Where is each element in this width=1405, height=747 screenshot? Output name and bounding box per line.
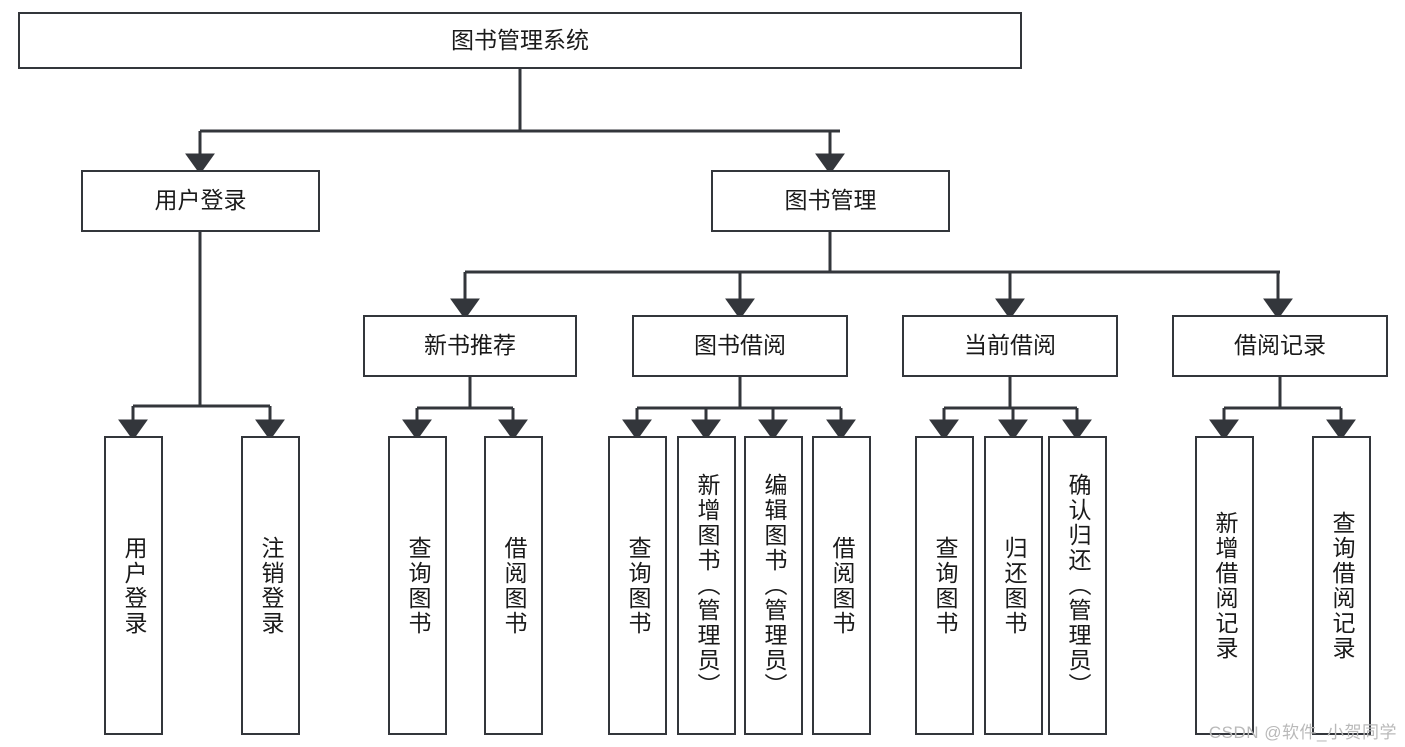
leaf-return-book[interactable]: 归还图书	[984, 436, 1043, 735]
node-new-book-recommend[interactable]: 新书推荐	[363, 315, 577, 377]
node-label: 编辑图书（管理员）	[761, 473, 787, 698]
node-label: 图书管理	[784, 187, 877, 214]
leaf-query-book-3[interactable]: 查询图书	[915, 436, 974, 735]
node-label: 归还图书	[1001, 535, 1027, 636]
leaf-add-book[interactable]: 新增图书（管理员）	[677, 436, 736, 735]
node-label: 确认归还（管理员）	[1065, 473, 1091, 698]
node-book-manage[interactable]: 图书管理	[711, 170, 950, 232]
leaf-user-login[interactable]: 用户登录	[104, 436, 163, 735]
leaf-query-book-2[interactable]: 查询图书	[608, 436, 667, 735]
node-label: 图书借阅	[694, 332, 786, 359]
node-label: 借阅图书	[501, 535, 527, 636]
node-label: 当前借阅	[964, 332, 1056, 359]
node-book-borrow[interactable]: 图书借阅	[632, 315, 848, 377]
node-label: 注销登录	[258, 535, 284, 636]
node-label: 查询图书	[405, 535, 431, 636]
watermark-text: CSDN @软件_小贺同学	[1208, 723, 1397, 742]
node-label: 新书推荐	[424, 332, 516, 359]
node-root-system[interactable]: 图书管理系统	[18, 12, 1022, 69]
node-user-login[interactable]: 用户登录	[81, 170, 320, 232]
node-current-borrow[interactable]: 当前借阅	[902, 315, 1118, 377]
node-borrow-record[interactable]: 借阅记录	[1172, 315, 1388, 377]
leaf-edit-book[interactable]: 编辑图书（管理员）	[744, 436, 803, 735]
leaf-query-borrow-record[interactable]: 查询借阅记录	[1312, 436, 1371, 735]
node-label: 查询借阅记录	[1329, 510, 1355, 661]
leaf-add-borrow-record[interactable]: 新增借阅记录	[1195, 436, 1254, 735]
node-label: 新增借阅记录	[1212, 510, 1238, 661]
leaf-confirm-return[interactable]: 确认归还（管理员）	[1048, 436, 1107, 735]
node-label: 图书管理系统	[451, 26, 589, 53]
leaf-borrow-book-2[interactable]: 借阅图书	[812, 436, 871, 735]
leaf-query-book-1[interactable]: 查询图书	[388, 436, 447, 735]
leaf-borrow-book-1[interactable]: 借阅图书	[484, 436, 543, 735]
node-label: 借阅图书	[829, 535, 855, 636]
node-label: 借阅记录	[1234, 332, 1326, 359]
leaf-logout[interactable]: 注销登录	[241, 436, 300, 735]
node-label: 查询图书	[932, 535, 958, 636]
node-label: 查询图书	[625, 535, 651, 636]
node-label: 新增图书（管理员）	[694, 473, 720, 698]
node-label: 用户登录	[154, 187, 247, 214]
node-label: 用户登录	[121, 535, 147, 636]
